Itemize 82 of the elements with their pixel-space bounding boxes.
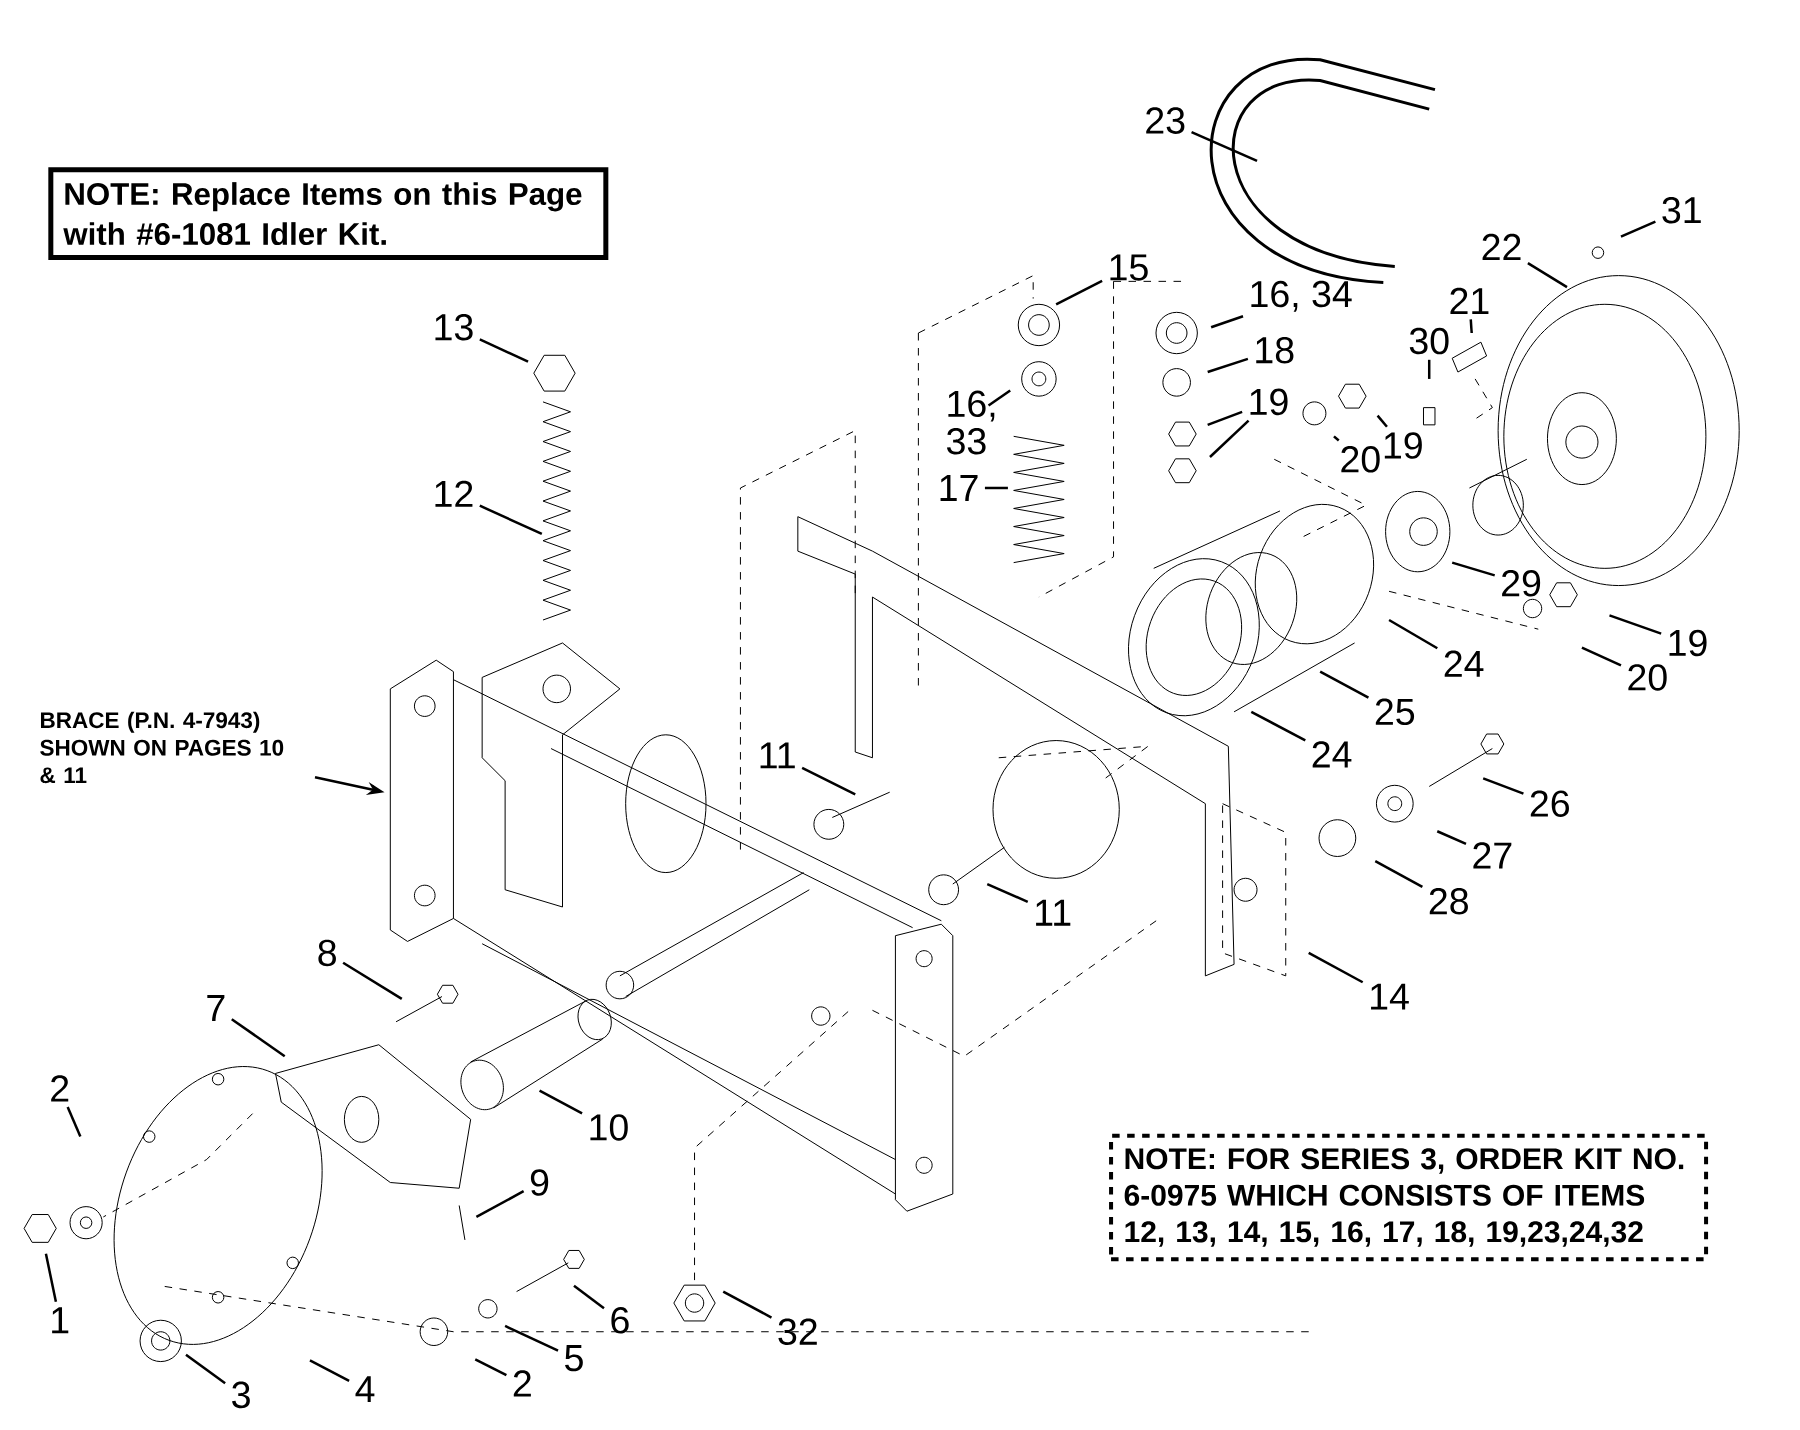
callout-number: 11	[1036, 899, 1071, 926]
note-box: NOTE: FOR SERIES 3, ORDER KIT NO. 6-0975 WHICH CONSISTS OF ITEMS 12, 13, 14, 15, 16, 17, 18, 19,23,24,32	[1109, 1133, 1709, 1261]
callout-number: 2	[51, 1075, 69, 1102]
leader-line	[1207, 357, 1249, 373]
leader-line	[1581, 646, 1622, 667]
callout-number: 24	[1444, 650, 1484, 677]
leader-line	[185, 1353, 226, 1385]
callout-number: 16, 34	[1251, 280, 1352, 312]
callout-number: 13	[435, 313, 473, 341]
leader-line	[342, 961, 403, 1000]
leader-line	[1388, 618, 1438, 650]
callout-number: 24	[1312, 741, 1352, 768]
callout-number: 19	[1384, 432, 1422, 459]
callout-number: 12	[435, 480, 473, 507]
leader-line	[504, 1324, 559, 1352]
leader-line	[986, 882, 1029, 903]
callout-number: 29	[1502, 569, 1541, 597]
note-text: BRACE (P.N. 4-7943) SHOWN ON PAGES 10 & 11	[40, 711, 284, 783]
leader-line	[1609, 614, 1662, 635]
callout-number: 28	[1429, 887, 1468, 915]
leader-line	[1451, 561, 1496, 577]
callout-number: 11	[760, 742, 795, 769]
leader-line	[1209, 419, 1250, 458]
leader-line	[1333, 435, 1340, 442]
callout-number: 1	[52, 1307, 69, 1333]
callout-number: 2	[513, 1370, 531, 1397]
leader-line	[1482, 777, 1524, 795]
leader-line	[231, 1017, 286, 1058]
leader-line	[1427, 359, 1431, 379]
callout-number: 3	[232, 1381, 250, 1408]
callout-number: 15	[1110, 254, 1148, 281]
callout-number: 18	[1256, 336, 1294, 364]
leader-line	[1436, 829, 1467, 845]
leader-line	[1308, 951, 1364, 984]
leader-line	[1620, 220, 1656, 238]
leader-line	[1191, 130, 1258, 162]
callout-number: 20	[1341, 445, 1380, 473]
leader-line	[987, 389, 1011, 407]
leader-line	[573, 1284, 605, 1310]
callout-number: 4	[355, 1376, 375, 1402]
leader-line	[538, 1089, 583, 1115]
leader-line	[1210, 314, 1244, 329]
callout-number: 19	[1250, 388, 1288, 415]
callout-number: 22	[1482, 233, 1521, 260]
leader-line	[44, 1253, 58, 1302]
leader-line	[722, 1290, 773, 1319]
callout-number: 32	[778, 1318, 817, 1345]
leader-line	[1207, 410, 1243, 426]
leader-line	[479, 504, 543, 535]
callout-number: 10	[590, 1113, 628, 1141]
leader-line	[801, 766, 856, 796]
callout-number: 30	[1409, 327, 1449, 355]
callout-number: 9	[530, 1169, 549, 1196]
callout-number: 8	[318, 939, 336, 966]
leader-line	[1376, 414, 1388, 428]
leader-line	[984, 486, 1008, 489]
callout-number: 27	[1473, 842, 1512, 869]
callout-number: 20	[1628, 663, 1667, 691]
callout-number: 17	[940, 474, 978, 501]
leader-line	[1055, 279, 1103, 306]
callout-number: 6	[611, 1306, 629, 1334]
callout-number: 19	[1669, 629, 1707, 656]
callout-number: 14	[1371, 983, 1409, 1010]
callout-number: 21	[1450, 287, 1489, 314]
callout-number: 25	[1375, 698, 1415, 725]
leader-line	[1527, 261, 1568, 288]
leader-line	[1319, 670, 1370, 699]
callout-number: 5	[565, 1344, 583, 1371]
callout-number: 16, 33	[946, 390, 995, 455]
leader-line	[66, 1106, 82, 1137]
leader-line	[474, 1357, 507, 1377]
callout-number: 23	[1146, 107, 1185, 134]
leader-line	[1250, 710, 1306, 742]
leader-line	[475, 1189, 525, 1218]
leader-line	[1469, 319, 1473, 333]
note-box: NOTE: Replace Items on this Page with #6-1081 Idler Kit.	[48, 166, 609, 260]
leader-line	[479, 338, 529, 363]
callout-number: 26	[1530, 790, 1569, 817]
leader-line	[1374, 859, 1423, 888]
callout-number: 31	[1662, 196, 1701, 224]
callout-number: 7	[207, 994, 225, 1021]
leader-line	[309, 1359, 350, 1382]
